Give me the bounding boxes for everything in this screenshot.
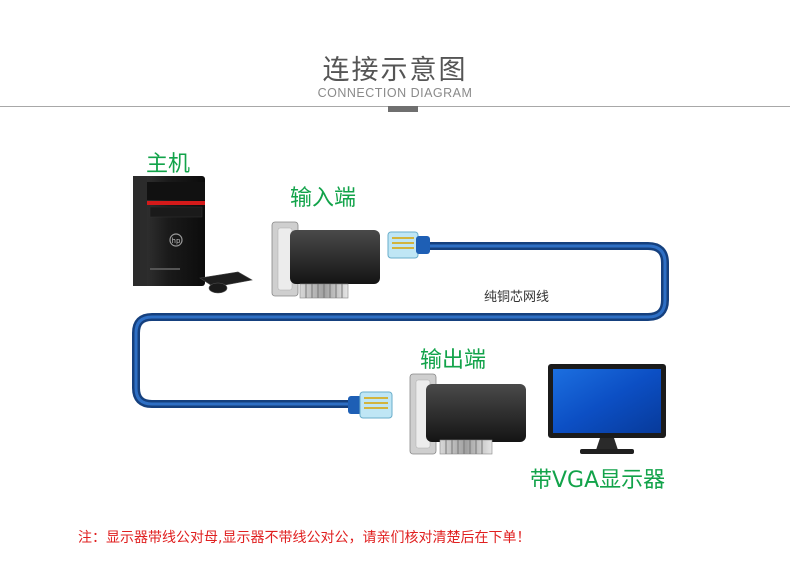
label-host: 主机 <box>146 152 191 177</box>
page-subtitle: CONNECTION DIAGRAM <box>317 86 473 100</box>
label-monitor: 带VGA显示器 <box>530 468 666 493</box>
output-adapter-icon <box>409 373 526 455</box>
svg-text:hp: hp <box>172 237 181 245</box>
page-title: 连接示意图 <box>322 55 468 86</box>
header-divider-accent <box>388 106 418 112</box>
footer-note: 注：显示器带线公对母,显示器不带线公对公，请亲们核对清楚后在下单！ <box>78 530 531 546</box>
label-cable: 纯铜芯网线 <box>484 290 550 305</box>
input-adapter-icon <box>271 221 380 299</box>
network-cable <box>132 242 669 408</box>
rj45-plug-input-icon <box>387 231 430 259</box>
pc-tower-icon: hp <box>133 176 205 286</box>
label-input-end: 输入端 <box>290 186 357 211</box>
label-output-end: 输出端 <box>420 348 487 373</box>
keyboard-icon <box>199 271 253 288</box>
monitor-icon <box>548 364 666 454</box>
mouse-icon <box>208 282 228 294</box>
rj45-plug-output-icon <box>348 391 393 419</box>
